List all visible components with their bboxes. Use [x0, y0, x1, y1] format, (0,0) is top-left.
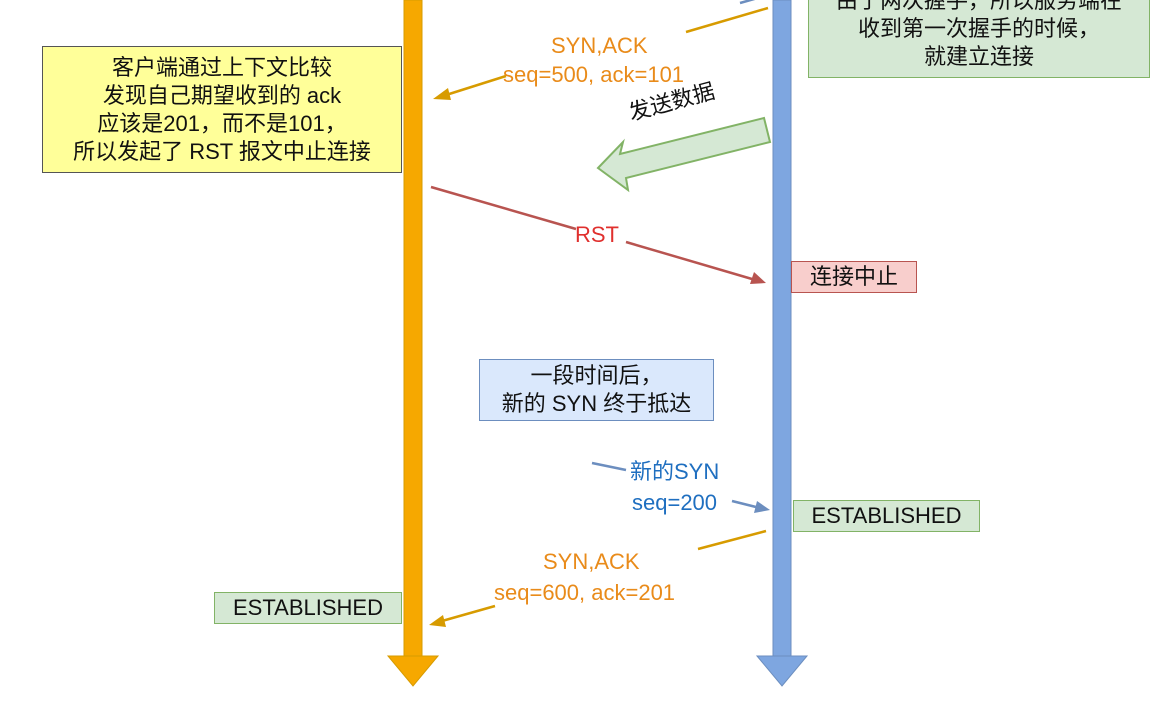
time-note-line: 新的 SYN 终于抵达 [501, 391, 692, 416]
server-note-line: 由于两次握手，所以服务端在 [835, 0, 1122, 13]
server-established-text: ESTABLISHED [811, 503, 962, 528]
rst-arrow [430, 185, 766, 284]
send-data-block-arrow [596, 116, 772, 193]
first-synack-title: SYN,ACK [551, 33, 648, 58]
time-note-line: 一段时间后， [530, 363, 663, 388]
client-note-line: 发现自己期望收到的 ack [102, 82, 342, 108]
second-synack-arrow [429, 529, 767, 627]
connection-aborted-badge: 连接中止 [791, 261, 917, 293]
client-note-line: 所以发起了 RST 报文中止连接 [73, 138, 371, 164]
client-note-line: 应该是201，而不是101， [97, 110, 347, 136]
new-syn-params: seq=200 [632, 490, 718, 515]
new-syn-title: 新的SYN [630, 459, 720, 484]
client-timeline [386, 0, 440, 687]
client-note-line: 客户端通过上下文比较 [111, 54, 332, 80]
rst-label: RST [575, 222, 619, 247]
client-established-text: ESTABLISHED [233, 595, 383, 620]
time-note: 一段时间后， 新的 SYN 终于抵达 [479, 359, 714, 421]
server-timeline [755, 0, 809, 687]
new-syn-arrow [591, 461, 770, 513]
server-note-line: 就建立连接 [923, 44, 1034, 69]
first-synack-arrow [433, 6, 769, 100]
first-synack-params: seq=500, ack=101 [503, 62, 685, 87]
server-note: 由于两次握手，所以服务端在 收到第一次握手的时候， 就建立连接 [808, 0, 1150, 78]
server-note-line: 收到第一次握手的时候， [857, 16, 1100, 41]
top-partial-arrow [739, 0, 756, 5]
client-note: 客户端通过上下文比较 发现自己期望收到的 ack 应该是201，而不是101， … [42, 46, 402, 173]
client-established-badge: ESTABLISHED [214, 592, 402, 624]
connection-aborted-text: 连接中止 [809, 264, 898, 289]
second-synack-params: seq=600, ack=201 [494, 580, 676, 605]
server-established-badge: ESTABLISHED [793, 500, 980, 532]
second-synack-title: SYN,ACK [543, 549, 640, 574]
